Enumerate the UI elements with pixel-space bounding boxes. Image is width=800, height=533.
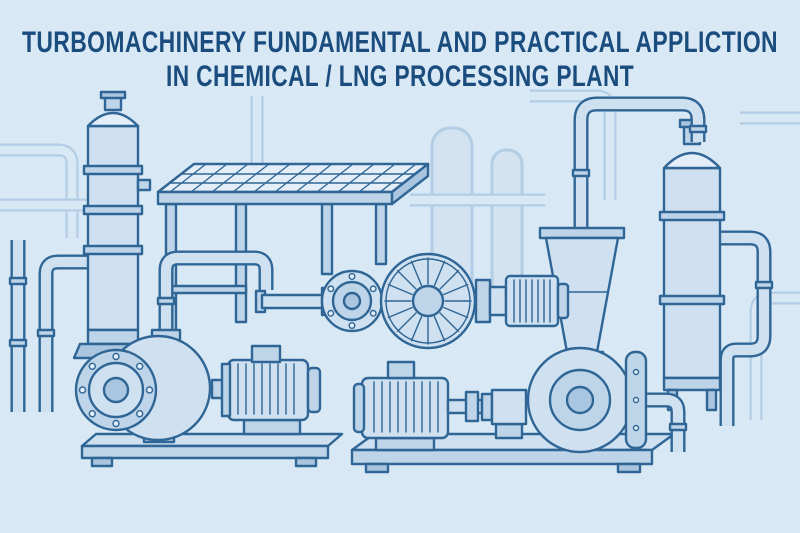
- left-piping: [8, 240, 88, 412]
- title-line-2: IN CHEMICAL / LNG PROCESSING PLANT: [166, 60, 634, 93]
- title-block: TURBOMACHINERY FUNDAMENTAL AND PRACTICAL…: [22, 26, 778, 93]
- motor-end-cap: [352, 382, 366, 434]
- coupling-disc: [480, 392, 494, 422]
- bearing-housing: [490, 388, 528, 440]
- baseplate-foot: [364, 462, 390, 474]
- nozzle-flange: [99, 90, 127, 100]
- pump-flange-face: [74, 348, 158, 432]
- title-line-1: TURBOMACHINERY FUNDAMENTAL AND PRACTICAL…: [22, 26, 778, 59]
- left-column-vessel: [72, 90, 154, 360]
- rotor-shaft: [260, 293, 326, 310]
- baseplate-foot: [294, 456, 318, 468]
- vessel-skirt: [86, 328, 140, 346]
- pump-baseplate: [80, 432, 344, 468]
- pipe-flange: [8, 338, 28, 348]
- vessel-band: [82, 204, 144, 216]
- motor-foot: [242, 418, 302, 436]
- pipe-flange: [36, 328, 56, 338]
- casing-flange: [624, 350, 648, 450]
- terminal-box: [386, 360, 416, 380]
- pump-casing: [526, 346, 634, 454]
- rotor-motor: [504, 274, 570, 328]
- platform-leg: [374, 202, 388, 266]
- discharge-elbow: [646, 392, 688, 452]
- baseplate-foot: [90, 456, 114, 468]
- pipe-flange: [754, 280, 774, 290]
- pump-motor: [220, 344, 322, 436]
- right-pump-train: [350, 346, 688, 474]
- motor-end-cap: [306, 366, 322, 414]
- overhead-pipe: [571, 96, 708, 230]
- bearing-block: [488, 285, 508, 317]
- pipe-flange: [571, 168, 591, 178]
- vessel-shell: [86, 124, 140, 332]
- platform-brace: [164, 284, 248, 295]
- pipe-flange: [156, 296, 176, 306]
- vessel-band: [658, 294, 726, 306]
- deck-front-edge: [156, 190, 394, 206]
- train-motor: [352, 360, 450, 452]
- cone-top-flange: [538, 226, 626, 240]
- turbine-rotor-assembly: [254, 252, 570, 350]
- right-column-vessel: [658, 118, 726, 412]
- vessel-band: [82, 164, 144, 176]
- finned-impeller: [379, 252, 477, 350]
- vessel-band: [658, 210, 726, 222]
- motor-end-cap: [556, 282, 570, 320]
- coupling-flange: [320, 269, 384, 333]
- vessel-band: [82, 244, 144, 256]
- pipe-flange: [688, 124, 708, 134]
- side-nozzle: [136, 178, 152, 192]
- right-column-piping: [719, 230, 774, 426]
- vessel-dome: [86, 111, 140, 128]
- vessel-dome: [662, 151, 722, 170]
- pipe-flange: [8, 276, 28, 286]
- pipe-flange: [668, 422, 688, 432]
- vessel-bottom: [662, 376, 722, 392]
- deck-side-edge: [390, 162, 430, 206]
- terminal-box: [250, 344, 282, 364]
- motor-front-ring: [220, 362, 232, 418]
- left-pump-set: [74, 328, 344, 468]
- coupling-disc: [464, 390, 480, 423]
- vessel-leg: [705, 388, 718, 412]
- bearing-foot: [494, 422, 524, 440]
- motor-foot: [374, 436, 436, 452]
- vessel-shell: [662, 166, 722, 380]
- platform-leg: [320, 202, 334, 276]
- discharge-piping: [156, 250, 274, 336]
- platform-grating: [168, 163, 417, 193]
- rotor-flange-ring: [474, 278, 492, 324]
- baseplate-foot: [616, 462, 642, 474]
